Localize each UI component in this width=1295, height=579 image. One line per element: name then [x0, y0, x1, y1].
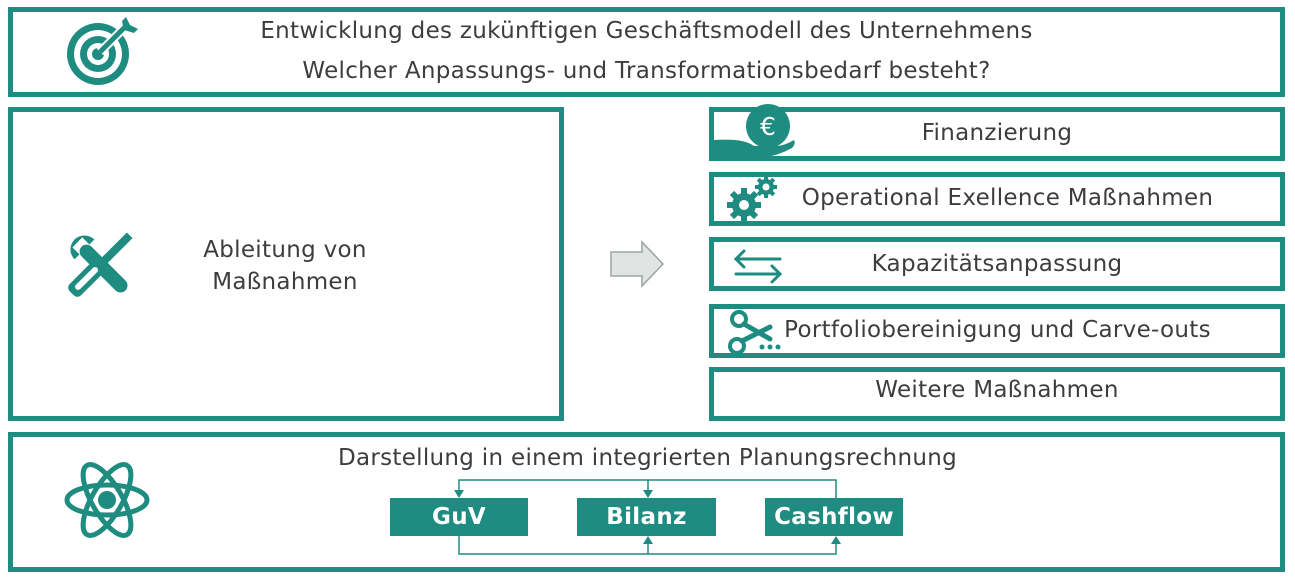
header-panel: [8, 7, 1285, 97]
euro-hand-icon: €: [714, 104, 795, 158]
measure-box-operational-excellence: [709, 172, 1285, 226]
measure-box-financing: [709, 107, 1285, 161]
atom-icon: [64, 462, 150, 538]
scissors-icon: [728, 310, 781, 355]
guv-box: GuV: [390, 498, 528, 536]
gears-icon: [727, 176, 777, 222]
derivation-label-line2: Maßnahmen: [212, 269, 358, 295]
derivation-label: Ableitung von Maßnahmen: [160, 234, 410, 298]
measure-label: Operational Exellence Maßnahmen: [801, 185, 1214, 211]
right-arrow-icon: [610, 240, 665, 288]
header-subtitle: Welcher Anpassungs- und Transformationsb…: [302, 58, 991, 84]
svg-text:€: €: [760, 112, 776, 141]
measure-box-further: [709, 367, 1285, 421]
derivation-label-line1: Ableitung von: [203, 237, 367, 263]
arrows-exchange-icon: [733, 249, 783, 284]
tools-icon: [68, 232, 133, 297]
measure-label: Finanzierung: [921, 120, 1073, 146]
measure-box-portfolio: [709, 304, 1285, 358]
measure-label: Portfoliobereinigung und Carve-outs: [784, 317, 1211, 343]
header-title: Entwicklung des zukünftigen Geschäftsmod…: [260, 18, 1033, 44]
measure-label: Weitere Maßnahmen: [875, 377, 1119, 403]
bilanz-box: Bilanz: [577, 498, 716, 536]
integrated-planning-title: Darstellung in einem integrierten Planun…: [337, 445, 958, 471]
measure-label: Kapazitätsanpassung: [871, 251, 1123, 277]
cashflow-box: Cashflow: [765, 498, 903, 536]
target-icon: [67, 17, 138, 85]
measure-box-capacity: [709, 237, 1285, 291]
